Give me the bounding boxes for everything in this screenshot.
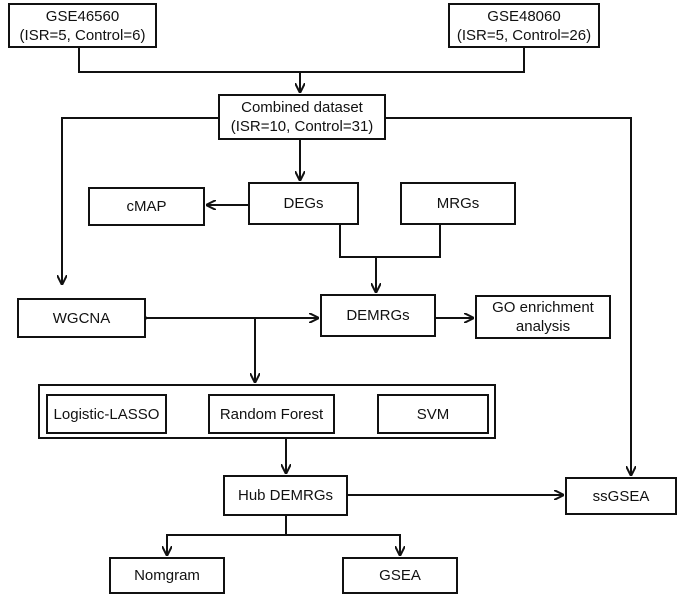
edge-gse46560-combined [78,48,300,73]
node-demrgs: DEMRGs [320,294,436,337]
edge-combined-ssgsea [386,117,631,475]
node-hub-demrgs: Hub DEMRGs [223,475,348,516]
edge-degs-demrgs [339,225,376,258]
node-logistic-lasso: Logistic-LASSO [46,394,167,434]
edge-mrgs-demrgs [376,225,441,258]
edge-hub-gsea [286,534,400,555]
node-degs: DEGs [248,182,359,225]
node-combined-dataset: Combined dataset(ISR=10, Control=31) [218,94,386,140]
node-wgcna: WGCNA [17,298,146,338]
node-ssgsea: ssGSEA [565,477,677,515]
edge-hub-nomgram [167,534,286,555]
node-gse46560: GSE46560(ISR=5, Control=6) [8,3,157,48]
node-gsea: GSEA [342,557,458,594]
edge-gse48060-combined [300,48,525,73]
node-random-forest: Random Forest [208,394,335,434]
node-svm: SVM [377,394,489,434]
node-gse48060: GSE48060(ISR=5, Control=26) [448,3,600,48]
node-nomgram: Nomgram [109,557,225,594]
ml-methods-group [38,384,496,439]
edge-combined-wgcna [62,117,218,284]
node-cmap: cMAP [88,187,205,226]
node-mrgs: MRGs [400,182,516,225]
